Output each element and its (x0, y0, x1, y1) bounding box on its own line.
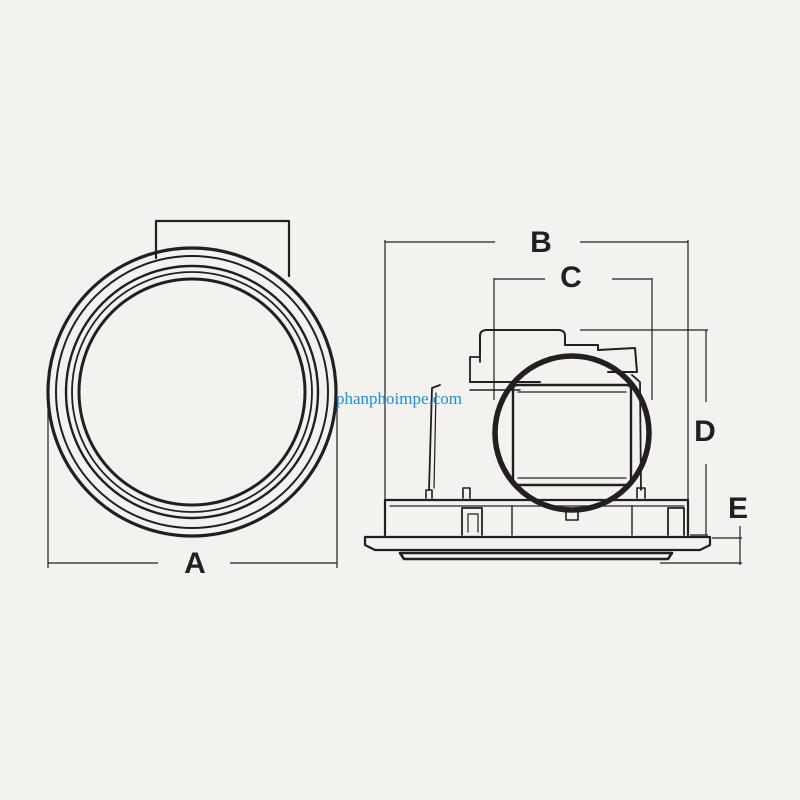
housing-left-shadow (433, 392, 437, 489)
front-view (46, 219, 338, 538)
watermark-text: phanphoimpe.com (336, 389, 462, 408)
clip-left (461, 507, 483, 536)
dimension-label-e: E (728, 492, 748, 525)
dimension-label-a: A (184, 547, 206, 580)
dimension-e (660, 526, 742, 565)
ring-4 (71, 271, 313, 513)
duct-flange (511, 383, 633, 487)
dimension-c (493, 278, 653, 400)
clip-left-inner (467, 513, 479, 533)
motor-top (479, 329, 599, 358)
dimension-b (384, 240, 689, 500)
bolt-right (636, 487, 646, 499)
duct-outlet-circle (492, 353, 652, 513)
ceiling-plate (363, 535, 712, 552)
duct-tab (565, 509, 579, 521)
clip-right (667, 507, 685, 536)
outer-ring (46, 246, 338, 538)
base-frame (383, 498, 690, 537)
side-view (363, 329, 712, 561)
inner-grille (77, 277, 307, 507)
dimension-a (47, 400, 338, 568)
duct-collar (154, 219, 291, 278)
dimension-label-d: D (694, 415, 716, 448)
ring-3 (64, 264, 320, 520)
dimension-d (580, 329, 708, 536)
housing-left-wall (428, 384, 441, 491)
housing-right-wall (631, 374, 642, 491)
bolt-mid (462, 487, 471, 499)
dimension-label-c: C (560, 261, 582, 294)
dimension-label-b: B (530, 226, 552, 259)
motor-shoulder (469, 356, 481, 383)
grille-lip (398, 551, 674, 561)
bolt-left (425, 489, 433, 499)
ring-2 (55, 255, 329, 529)
